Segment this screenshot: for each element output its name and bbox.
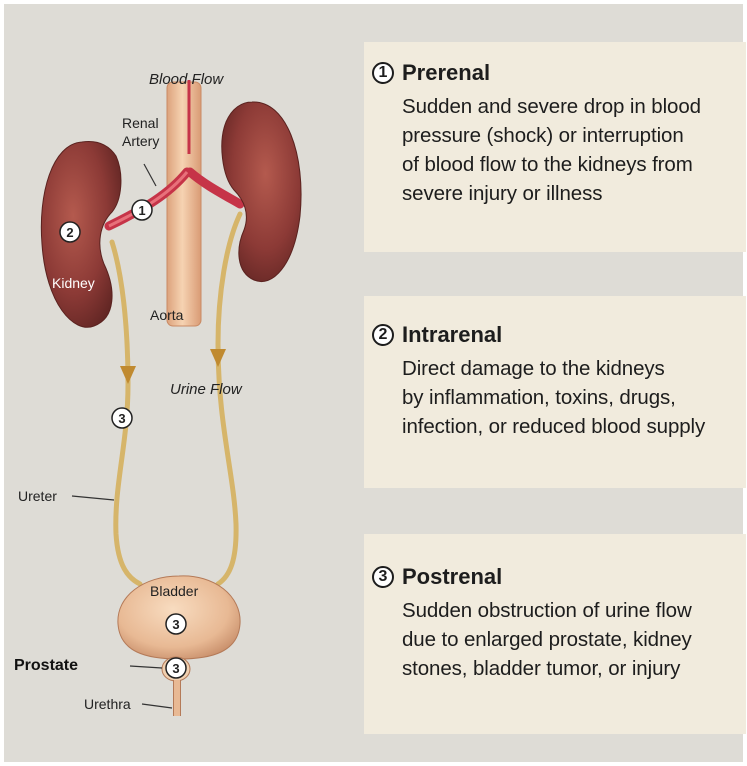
label-renal-artery-2: Artery xyxy=(122,133,159,149)
panel-prerenal-header: 1 Prerenal xyxy=(372,60,490,86)
panel-postrenal-line: due to enlarged prostate, kidney xyxy=(402,625,736,654)
prostate-leader xyxy=(130,666,162,668)
urine-flow-arrow-left xyxy=(120,366,136,384)
label-aorta: Aorta xyxy=(150,307,184,323)
panel-prerenal-title: Prerenal xyxy=(402,60,490,86)
panel-postrenal-number: 3 xyxy=(372,566,394,588)
panel-intrarenal-header: 2 Intrarenal xyxy=(372,322,502,348)
marker-renal-artery: 1 xyxy=(132,200,152,220)
panel-postrenal-body: Sudden obstruction of urine flow due to … xyxy=(402,596,736,683)
svg-text:3: 3 xyxy=(118,411,125,426)
panel-prerenal-body: Sudden and severe drop in blood pressure… xyxy=(402,92,736,208)
svg-text:2: 2 xyxy=(66,225,73,240)
panel-postrenal-line: stones, bladder tumor, or injury xyxy=(402,654,736,683)
ureter-leader xyxy=(72,496,114,500)
panel-postrenal-line: Sudden obstruction of urine flow xyxy=(402,596,736,625)
urethra-leader xyxy=(142,704,172,708)
marker-ureter: 3 xyxy=(112,408,132,428)
panel-prerenal-line: pressure (shock) or interruption xyxy=(402,121,736,150)
panel-prerenal-number: 1 xyxy=(372,62,394,84)
kidney-left xyxy=(41,142,121,328)
label-blood-flow: Blood Flow xyxy=(149,71,224,88)
panel-prerenal: 1 Prerenal Sudden and severe drop in blo… xyxy=(364,42,746,252)
label-prostate: Prostate xyxy=(14,657,78,674)
aorta-vessel xyxy=(167,82,201,326)
urethra-fill xyxy=(174,680,180,716)
panel-intrarenal-line: by inflammation, toxins, drugs, xyxy=(402,383,736,412)
marker-bladder: 3 xyxy=(166,614,186,634)
panel-postrenal: 3 Postrenal Sudden obstruction of urine … xyxy=(364,534,746,734)
figure-frame: Blood Flow Renal Artery Kidney Aorta Uri… xyxy=(4,4,743,762)
panel-intrarenal-title: Intrarenal xyxy=(402,322,502,348)
ureter-right xyxy=(218,214,240,584)
panel-intrarenal-body: Direct damage to the kidneys by inflamma… xyxy=(402,354,736,441)
kidney-right xyxy=(222,102,301,282)
urinary-system-diagram: Blood Flow Renal Artery Kidney Aorta Uri… xyxy=(4,4,364,762)
panel-intrarenal-line: infection, or reduced blood supply xyxy=(402,412,736,441)
panel-prerenal-line: of blood flow to the kidneys from xyxy=(402,150,736,179)
panel-prerenal-line: severe injury or illness xyxy=(402,179,736,208)
label-renal-artery-1: Renal xyxy=(122,115,159,131)
panel-intrarenal: 2 Intrarenal Direct damage to the kidney… xyxy=(364,296,746,488)
label-urine-flow: Urine Flow xyxy=(170,381,243,398)
label-ureter: Ureter xyxy=(18,488,57,504)
panel-prerenal-line: Sudden and severe drop in blood xyxy=(402,92,736,121)
label-bladder: Bladder xyxy=(150,583,199,599)
marker-kidney: 2 xyxy=(60,222,80,242)
panel-postrenal-title: Postrenal xyxy=(402,564,502,590)
svg-text:3: 3 xyxy=(172,617,179,632)
renal-artery-leader xyxy=(144,164,156,186)
panel-intrarenal-line: Direct damage to the kidneys xyxy=(402,354,736,383)
marker-prostate: 3 xyxy=(166,658,186,678)
svg-text:1: 1 xyxy=(138,203,145,218)
svg-text:3: 3 xyxy=(172,661,179,676)
panel-intrarenal-number: 2 xyxy=(372,324,394,346)
panel-postrenal-header: 3 Postrenal xyxy=(372,564,502,590)
urine-flow-arrow-right xyxy=(210,349,226,367)
label-kidney: Kidney xyxy=(52,275,95,291)
label-urethra: Urethra xyxy=(84,696,131,712)
